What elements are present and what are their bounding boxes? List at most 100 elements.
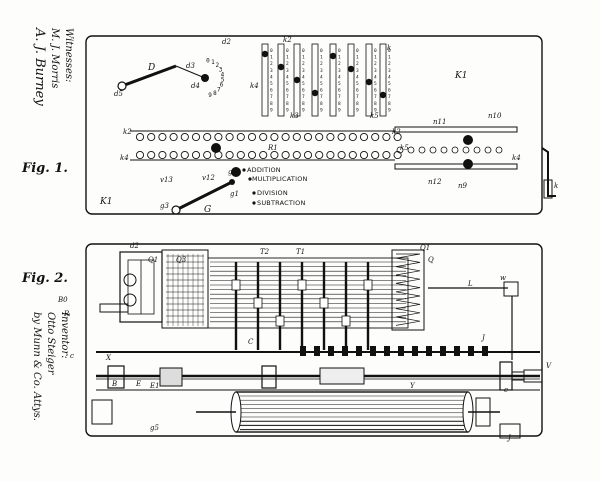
wheel xyxy=(203,132,212,142)
pinion xyxy=(342,346,348,356)
slide-digit: 4 xyxy=(302,74,305,80)
slide-digit: 1 xyxy=(388,55,391,61)
slide-digit: 9 xyxy=(286,107,289,113)
slide-digit: 0 xyxy=(338,48,341,54)
wheel xyxy=(371,132,380,142)
label-V: V xyxy=(546,362,552,370)
wheel xyxy=(462,146,470,154)
slide xyxy=(277,43,285,117)
slide-digit: 5 xyxy=(286,81,289,87)
slide-digit: 5 xyxy=(302,81,305,87)
slide-digit: 3 xyxy=(302,68,305,74)
slide-digit: 8 xyxy=(286,101,289,107)
wheel xyxy=(382,132,391,142)
pinion xyxy=(328,346,334,356)
slide-digit: 0 xyxy=(270,48,273,54)
slide-digit: 2 xyxy=(388,61,391,67)
slide-digit: 4 xyxy=(320,74,323,80)
foot-right xyxy=(499,423,521,439)
slide-digit: 3 xyxy=(320,68,323,74)
attorneys: by Munn & Co. Attys. xyxy=(31,312,42,421)
slide-digit: 4 xyxy=(286,74,289,80)
slide-digit: 8 xyxy=(320,101,323,107)
pinion xyxy=(426,346,432,356)
inventor-block: Inventor: Otto Steiger by Munn & Co. Att… xyxy=(31,311,70,421)
pinion xyxy=(384,346,390,356)
cylinder-shading xyxy=(240,395,464,431)
witnesses-heading: Witnesses: xyxy=(63,28,74,82)
label-v13: v13 xyxy=(160,176,173,184)
end-bearing xyxy=(475,397,491,427)
slide-knob xyxy=(365,78,373,86)
wheel xyxy=(359,132,369,142)
label-k2-right: k2 xyxy=(392,128,401,136)
slide-digit: 7 xyxy=(270,94,273,100)
pinion xyxy=(454,346,460,356)
carriage-knob-mid xyxy=(231,167,241,177)
label-d3: d3 xyxy=(186,62,195,70)
slide-digit: 1 xyxy=(374,55,377,61)
op-addition: ADDITION xyxy=(247,166,281,174)
slide-digit: 4 xyxy=(374,74,377,80)
label-d2-fig2: d2 xyxy=(130,242,139,250)
wheel xyxy=(259,150,268,160)
slide-group: 0123456789012345678901234567890123456789… xyxy=(261,43,391,117)
slide-digit: 7 xyxy=(374,94,377,100)
slide-digit: 0 xyxy=(356,48,359,54)
wheel xyxy=(236,150,245,160)
label-g2: g2 xyxy=(228,168,237,176)
slide-digit: 1 xyxy=(302,55,305,61)
pinion xyxy=(398,346,404,356)
slide-digit: 5 xyxy=(338,81,341,87)
slide-digit: 8 xyxy=(374,101,377,107)
drum-ribs xyxy=(166,254,204,326)
selector-pivot xyxy=(171,205,181,215)
wheel xyxy=(281,150,290,160)
label-E: E xyxy=(135,380,141,388)
slide-knob-lower xyxy=(463,159,473,169)
wheel xyxy=(225,132,234,142)
wheel xyxy=(451,146,459,154)
slide-knob xyxy=(261,50,269,58)
label-d4: d4 xyxy=(191,82,200,90)
wheel xyxy=(203,150,212,160)
slide-knob xyxy=(329,52,337,60)
slide-digit: 8 xyxy=(338,101,341,107)
pinion xyxy=(356,346,362,356)
wheel xyxy=(495,146,503,154)
slide-digit: 7 xyxy=(338,94,341,100)
slide-digit: 8 xyxy=(302,101,305,107)
right-slide-upper xyxy=(394,126,518,133)
spindle-pinion xyxy=(297,279,307,291)
pinion xyxy=(482,346,488,356)
slide-digit: 8 xyxy=(270,101,273,107)
slide-digit: 6 xyxy=(270,88,273,94)
wheel xyxy=(473,146,481,154)
wheel xyxy=(393,132,402,142)
foot-left xyxy=(91,399,113,425)
slide-digit: 0 xyxy=(388,48,391,54)
wheel xyxy=(270,132,279,142)
dial-digit: 5 xyxy=(221,77,225,84)
label-k4-right: k4 xyxy=(512,154,521,162)
op-multiplication: MULTIPLICATION xyxy=(252,175,308,183)
wheel xyxy=(147,150,156,160)
wheel xyxy=(247,150,257,160)
inventor-name: Otto Steiger xyxy=(45,312,56,376)
wheel xyxy=(348,150,357,160)
slide-knob xyxy=(277,63,285,71)
digit-wheels-upper xyxy=(135,132,402,142)
slide-digit: 5 xyxy=(320,81,323,87)
wheel xyxy=(191,150,201,160)
slide-knob-upper xyxy=(463,135,473,145)
fig1-outline xyxy=(85,35,543,215)
slide-digit: 6 xyxy=(388,88,391,94)
wheel xyxy=(337,150,346,160)
label-E1: E1 xyxy=(149,382,160,390)
label-k2-top: k2 xyxy=(283,36,292,44)
dial-digit: 2 xyxy=(216,62,220,69)
slide-digit: 2 xyxy=(374,61,377,67)
